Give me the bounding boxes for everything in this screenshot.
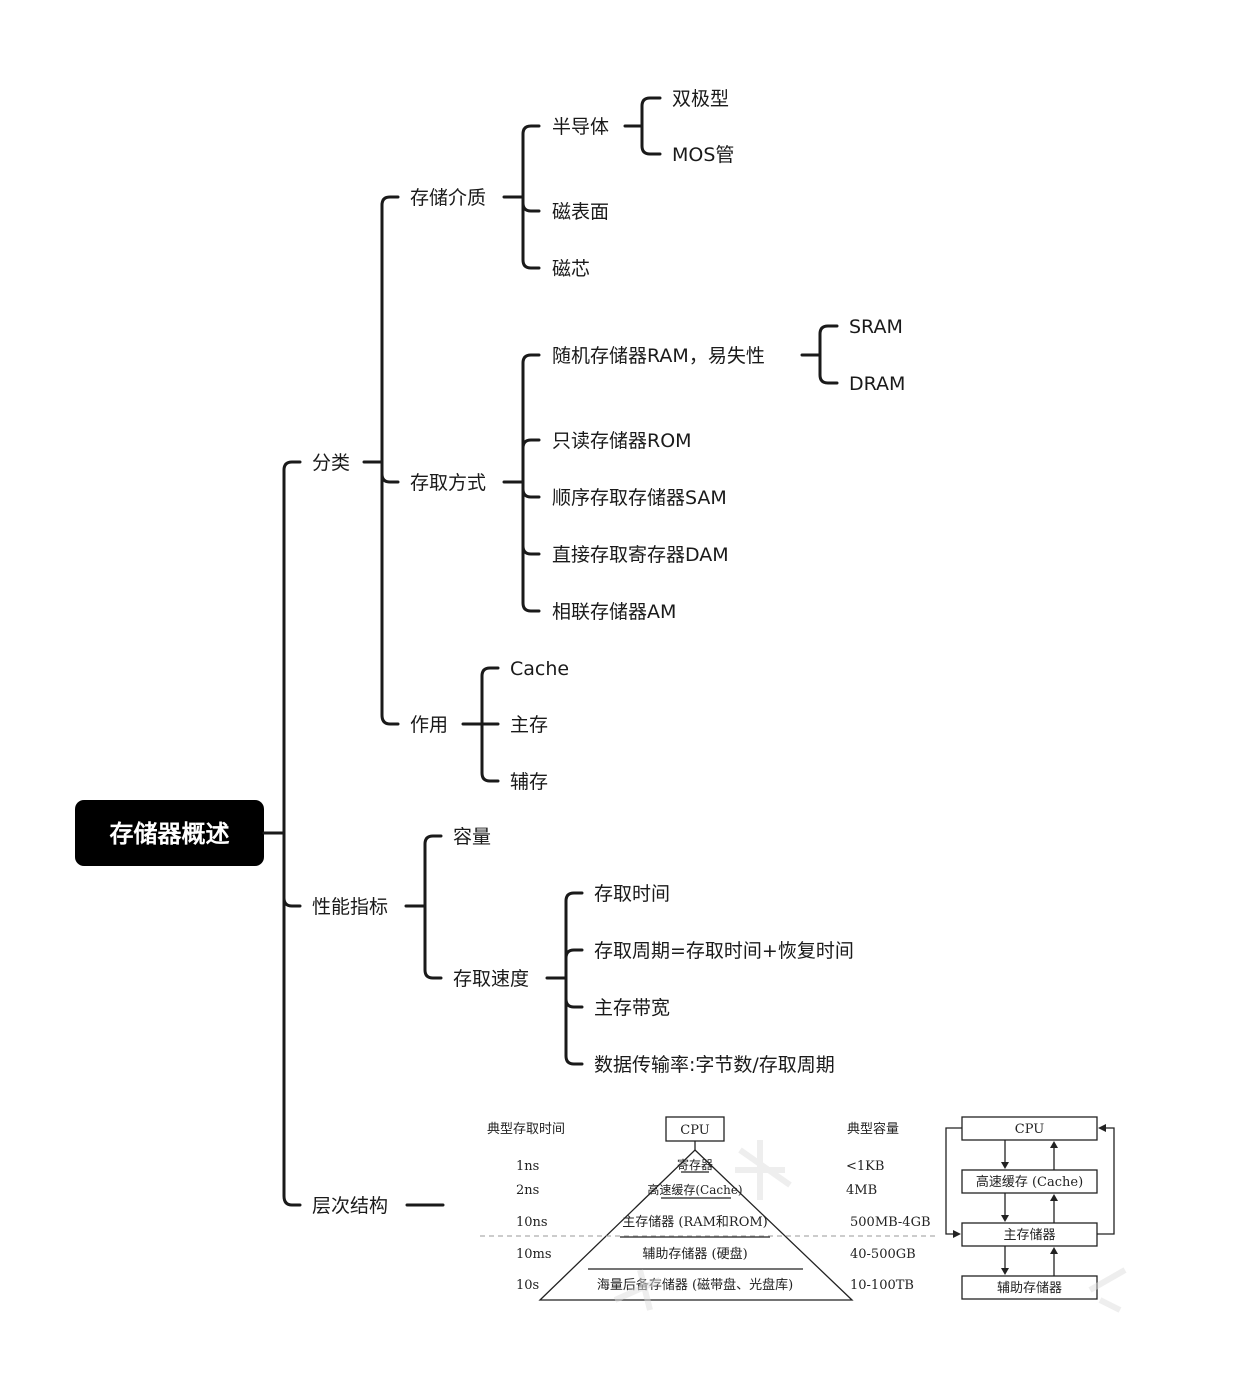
capacity-mass-storage: 10-100TB bbox=[850, 1278, 914, 1293]
node-access-method[interactable]: 存取方式 bbox=[410, 472, 486, 494]
root-node[interactable]: 存储器概述 bbox=[110, 820, 230, 848]
node-dram[interactable]: DRAM bbox=[849, 373, 905, 395]
flow-cache: 高速缓存 (Cache) bbox=[976, 1174, 1083, 1190]
node-auxiliary-memory[interactable]: 辅存 bbox=[510, 771, 548, 793]
node-capacity[interactable]: 容量 bbox=[453, 826, 491, 848]
node-bandwidth[interactable]: 主存带宽 bbox=[594, 997, 670, 1019]
node-am[interactable]: 相联存储器AM bbox=[552, 601, 676, 623]
node-access-cycle[interactable]: 存取周期=存取时间+恢复时间 bbox=[594, 940, 854, 962]
time-auxiliary: 10ms bbox=[516, 1247, 552, 1262]
time-cache: 2ns bbox=[516, 1183, 539, 1198]
capacity-header: 典型容量 bbox=[847, 1121, 899, 1137]
flow-cpu: CPU bbox=[1015, 1122, 1044, 1137]
node-main-memory[interactable]: 主存 bbox=[510, 714, 548, 736]
hierarchy-figure: 典型存取时间 典型容量 CPU 寄存器 高速缓存(Cache) 主存储器 (RA… bbox=[480, 1116, 1127, 1313]
root-node-box[interactable] bbox=[75, 800, 264, 866]
node-magnetic-core[interactable]: 磁芯 bbox=[552, 258, 590, 280]
node-sram[interactable]: SRAM bbox=[849, 316, 903, 338]
pyramid-outline bbox=[538, 1149, 854, 1301]
connectors bbox=[262, 96, 839, 1207]
node-semiconductor[interactable]: 半导体 bbox=[552, 116, 609, 138]
level-register: 寄存器 bbox=[677, 1157, 713, 1172]
node-storage-medium[interactable]: 存储介质 bbox=[410, 187, 486, 209]
flow-arrows bbox=[945, 1124, 1115, 1276]
flow-cache-box bbox=[961, 1169, 1098, 1194]
node-sam[interactable]: 顺序存取存储器SAM bbox=[552, 487, 727, 509]
capacity-auxiliary: 40-500GB bbox=[850, 1247, 916, 1262]
watermark bbox=[613, 1140, 1127, 1313]
capacity-cache: 4MB bbox=[846, 1183, 877, 1198]
node-performance[interactable]: 性能指标 bbox=[312, 896, 388, 918]
time-register: 1ns bbox=[516, 1159, 539, 1174]
node-magnetic-surface[interactable]: 磁表面 bbox=[552, 201, 609, 223]
time-mass-storage: 10s bbox=[516, 1278, 539, 1293]
node-role[interactable]: 作用 bbox=[410, 714, 448, 736]
flow-main: 主存储器 bbox=[1003, 1228, 1055, 1243]
access-time-header: 典型存取时间 bbox=[487, 1122, 565, 1137]
level-cache: 高速缓存(Cache) bbox=[647, 1182, 742, 1197]
node-mos[interactable]: MOS管 bbox=[672, 144, 734, 166]
capacity-register: <1KB bbox=[846, 1159, 884, 1174]
node-classification[interactable]: 分类 bbox=[312, 452, 350, 474]
node-rom[interactable]: 只读存储器ROM bbox=[552, 430, 692, 452]
pyramid-cpu-label: CPU bbox=[680, 1123, 709, 1138]
capacity-main-memory: 500MB-4GB bbox=[850, 1215, 931, 1230]
level-auxiliary: 辅助存储器 (硬盘) bbox=[642, 1246, 747, 1262]
node-transfer-rate[interactable]: 数据传输率:字节数/存取周期 bbox=[594, 1054, 835, 1076]
node-hierarchy[interactable]: 层次结构 bbox=[312, 1195, 388, 1217]
node-bipolar[interactable]: 双极型 bbox=[672, 88, 729, 110]
node-cache[interactable]: Cache bbox=[510, 658, 569, 680]
level-mass-storage: 海量后备存储器 (磁带盘、光盘库) bbox=[597, 1277, 793, 1293]
node-access-time[interactable]: 存取时间 bbox=[594, 883, 670, 905]
node-access-speed[interactable]: 存取速度 bbox=[453, 968, 529, 990]
flow-aux: 辅助存储器 bbox=[997, 1281, 1062, 1296]
node-dam[interactable]: 直接存取寄存器DAM bbox=[552, 544, 729, 566]
time-main-memory: 10ns bbox=[516, 1215, 548, 1230]
level-main-memory: 主存储器 (RAM和ROM) bbox=[622, 1215, 768, 1230]
node-ram[interactable]: 随机存储器RAM，易失性 bbox=[552, 345, 765, 367]
